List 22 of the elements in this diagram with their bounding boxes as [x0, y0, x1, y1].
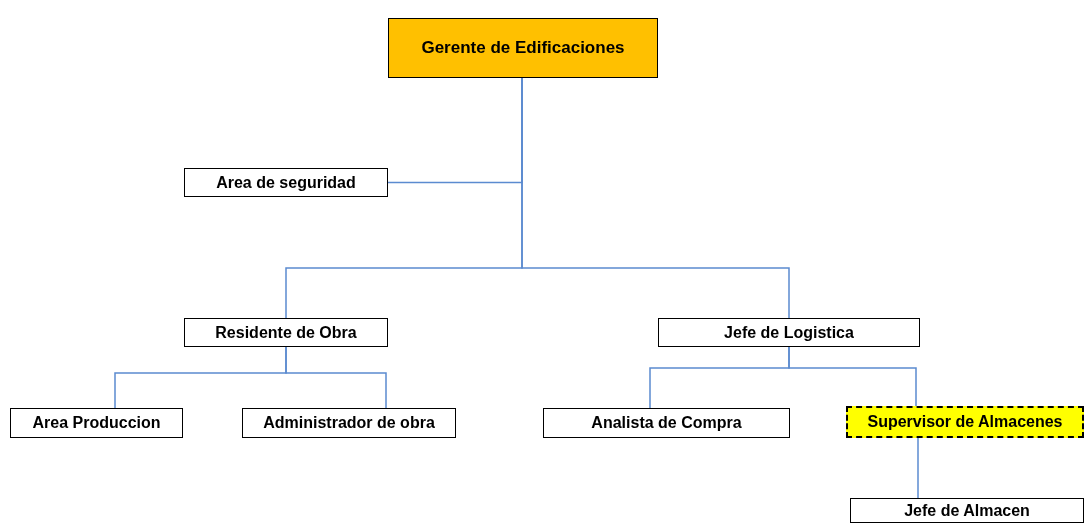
connector-line: [285, 346, 387, 409]
connector-line: [521, 77, 790, 319]
role-box: [184, 168, 388, 197]
manager-box: [388, 18, 658, 78]
role-title: Area de seguridad: [216, 173, 356, 192]
highlighted-role-box: [846, 406, 1084, 438]
role-box: [242, 408, 456, 438]
role-title: Jefe de Logistica: [724, 323, 854, 342]
role-box: [543, 408, 790, 438]
role-box: [10, 408, 183, 438]
role-box: [658, 318, 920, 347]
role-box: [184, 318, 388, 347]
role-title: Area Produccion: [32, 414, 161, 432]
role-box: [850, 498, 1084, 523]
role-title: Jefe de Almacen: [904, 501, 1030, 520]
role-title: Analista de Compra: [591, 414, 742, 432]
connector-line: [917, 437, 919, 499]
role-title: Supervisor de Almacenes: [867, 413, 1063, 431]
role-title: Residente de Obra: [215, 323, 357, 342]
role-title: Gerente de Edificaciones: [421, 38, 625, 58]
role-title: Administrador de obra: [263, 414, 435, 432]
connector-line: [788, 346, 917, 407]
